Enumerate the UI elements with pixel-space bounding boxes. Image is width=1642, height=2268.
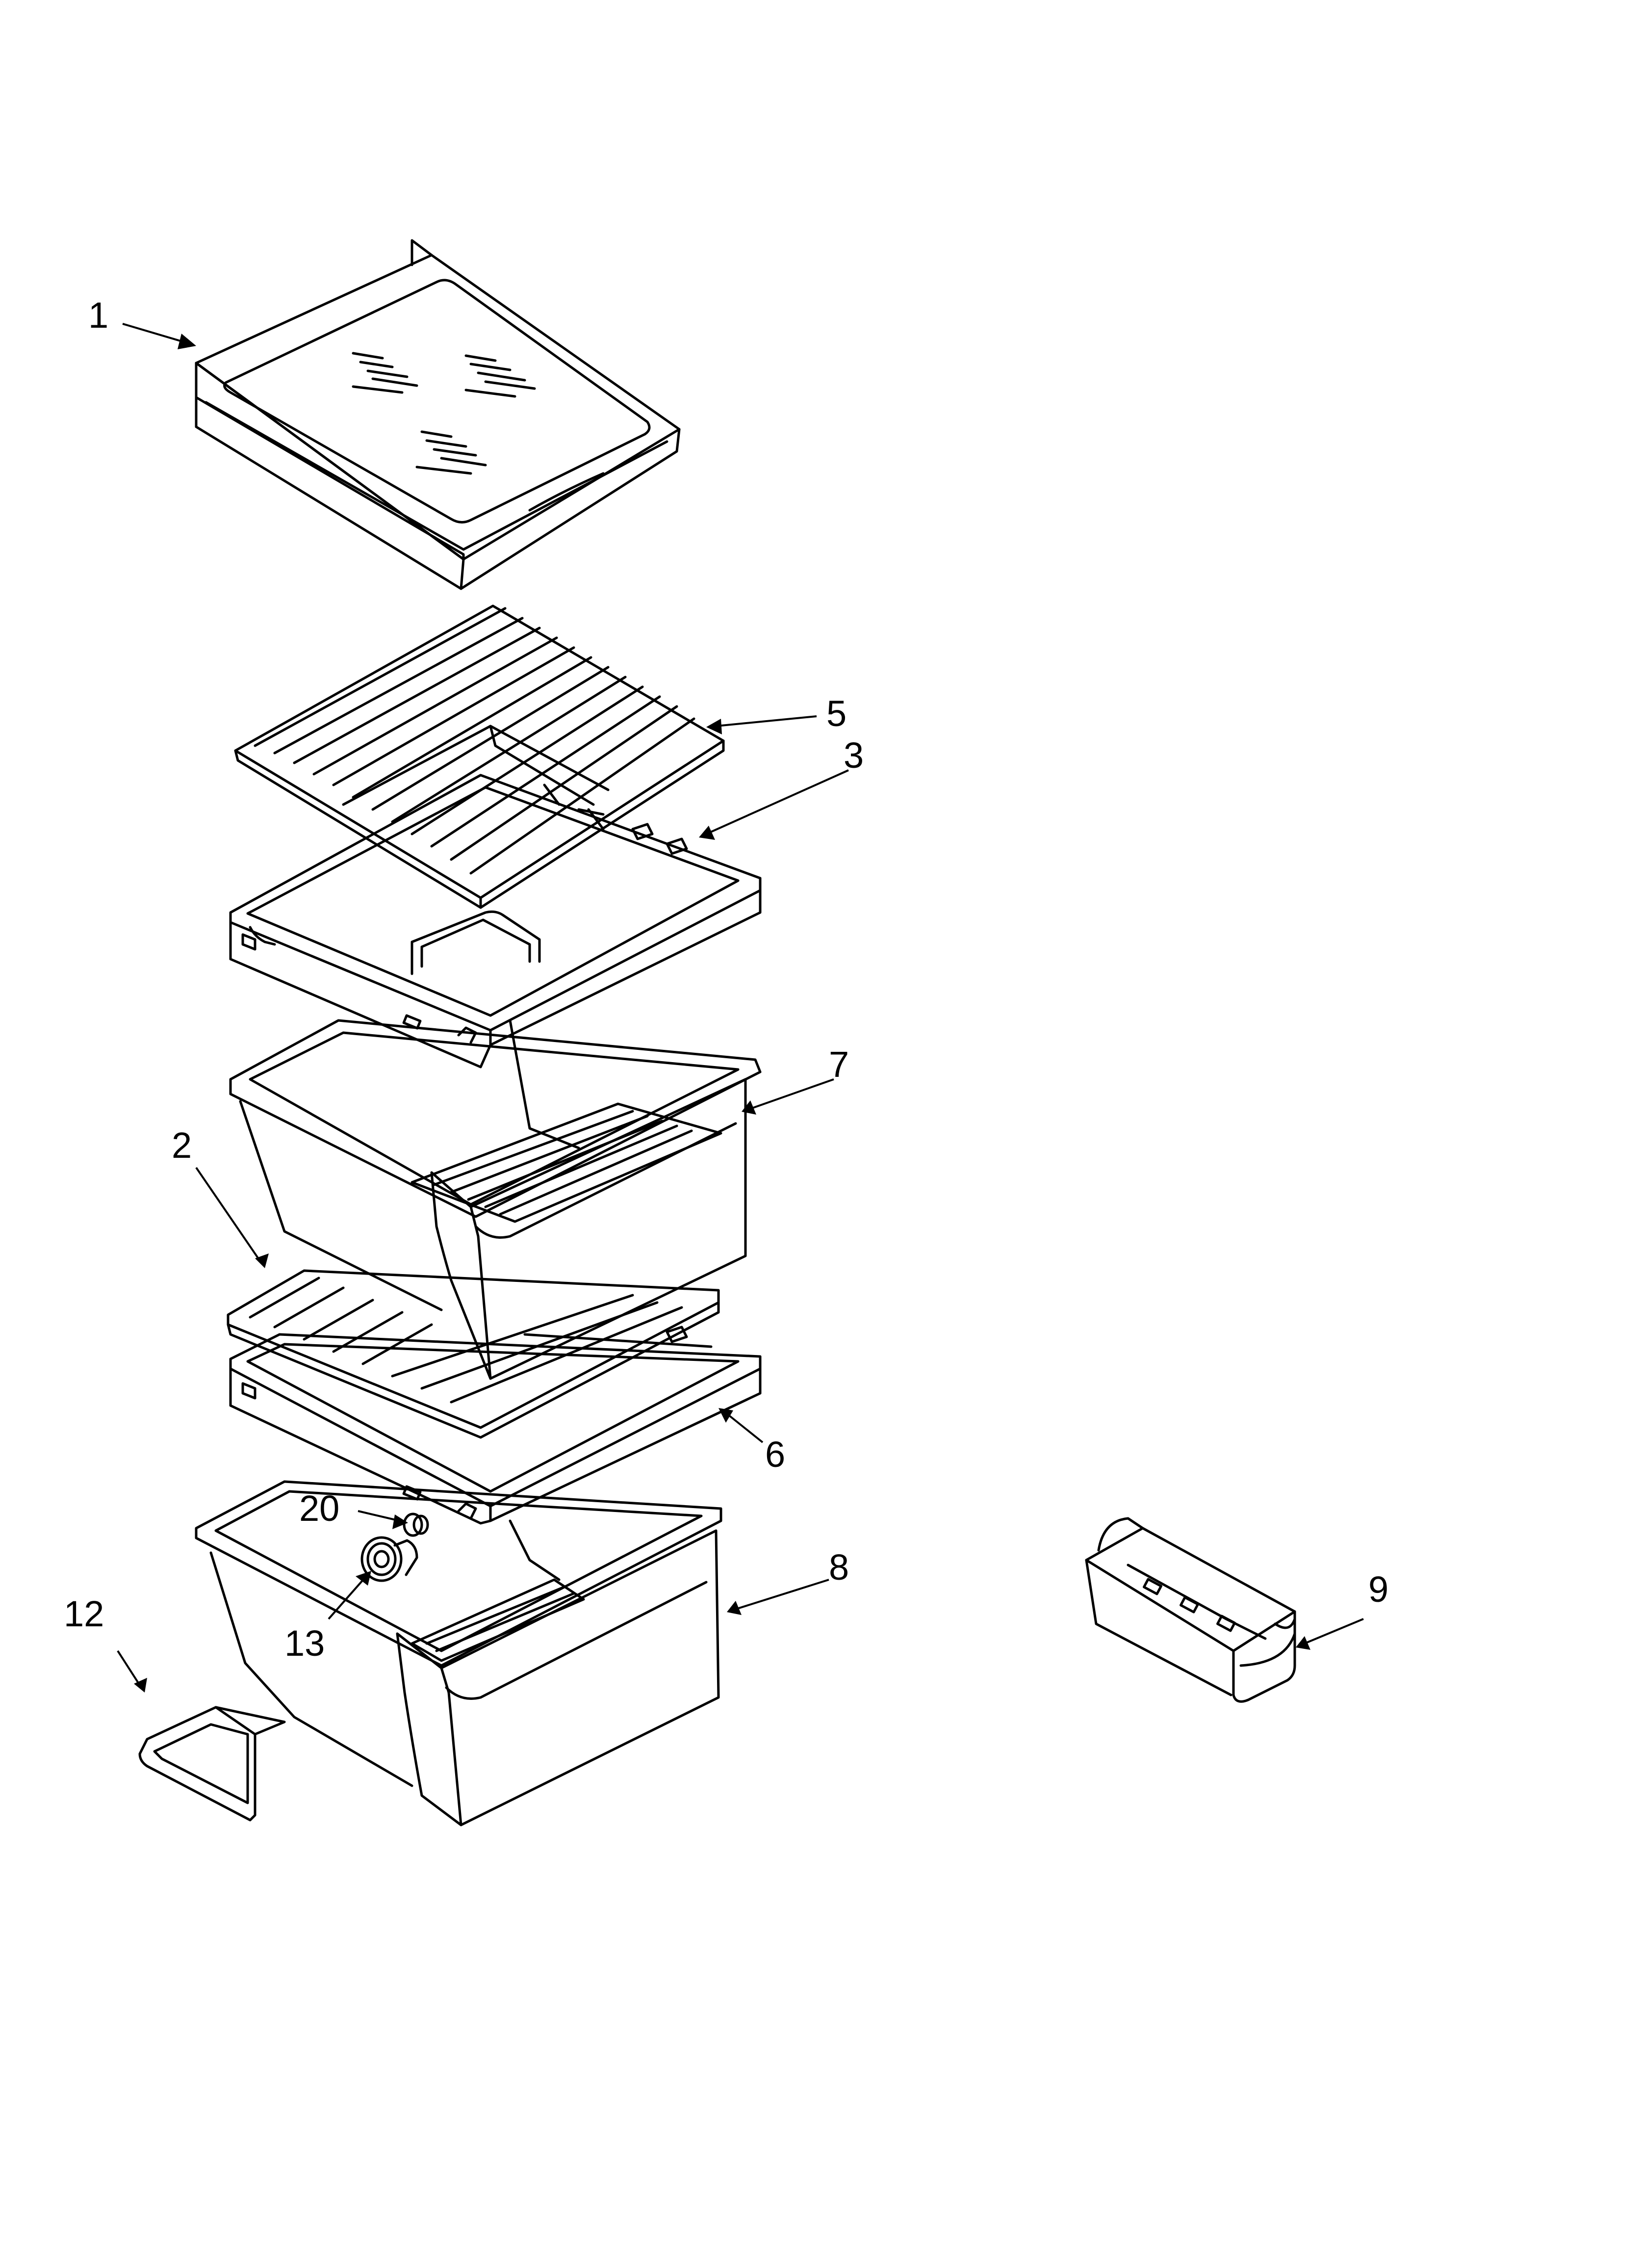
- leader-lines: [117, 323, 1364, 1693]
- part-6-lower-crisper-frame: [229, 1326, 762, 1525]
- part-13-control-knob: [360, 1536, 418, 1582]
- callout-13: 13: [284, 1623, 325, 1664]
- part-1-glass-shelf: [195, 239, 681, 590]
- callout-6: 6: [765, 1434, 785, 1475]
- part-2-lower-crisper-cover: [227, 1269, 720, 1439]
- part-8-lower-crisper-drawer: [195, 1480, 722, 1826]
- part-3-crisper-frame: [229, 774, 762, 1069]
- callout-3: 3: [844, 735, 864, 776]
- part-7-crisper-drawer: [229, 1019, 762, 1380]
- callout-labels: 1 5 3 7 2 6 20 8 9 12 13: [64, 295, 1388, 1664]
- callout-8: 8: [829, 1547, 849, 1588]
- callout-9: 9: [1368, 1569, 1388, 1610]
- part-5-crisper-cover: [234, 604, 725, 909]
- part-12-bezel: [138, 1706, 286, 1822]
- part-20-bushing: [403, 1512, 429, 1537]
- callout-5: 5: [826, 693, 847, 734]
- callout-7: 7: [829, 1044, 849, 1085]
- callout-20: 20: [299, 1488, 339, 1529]
- callout-2: 2: [172, 1125, 192, 1166]
- callout-12: 12: [64, 1593, 104, 1634]
- part-9-door-bin: [1085, 1517, 1296, 1703]
- callout-1: 1: [88, 295, 108, 336]
